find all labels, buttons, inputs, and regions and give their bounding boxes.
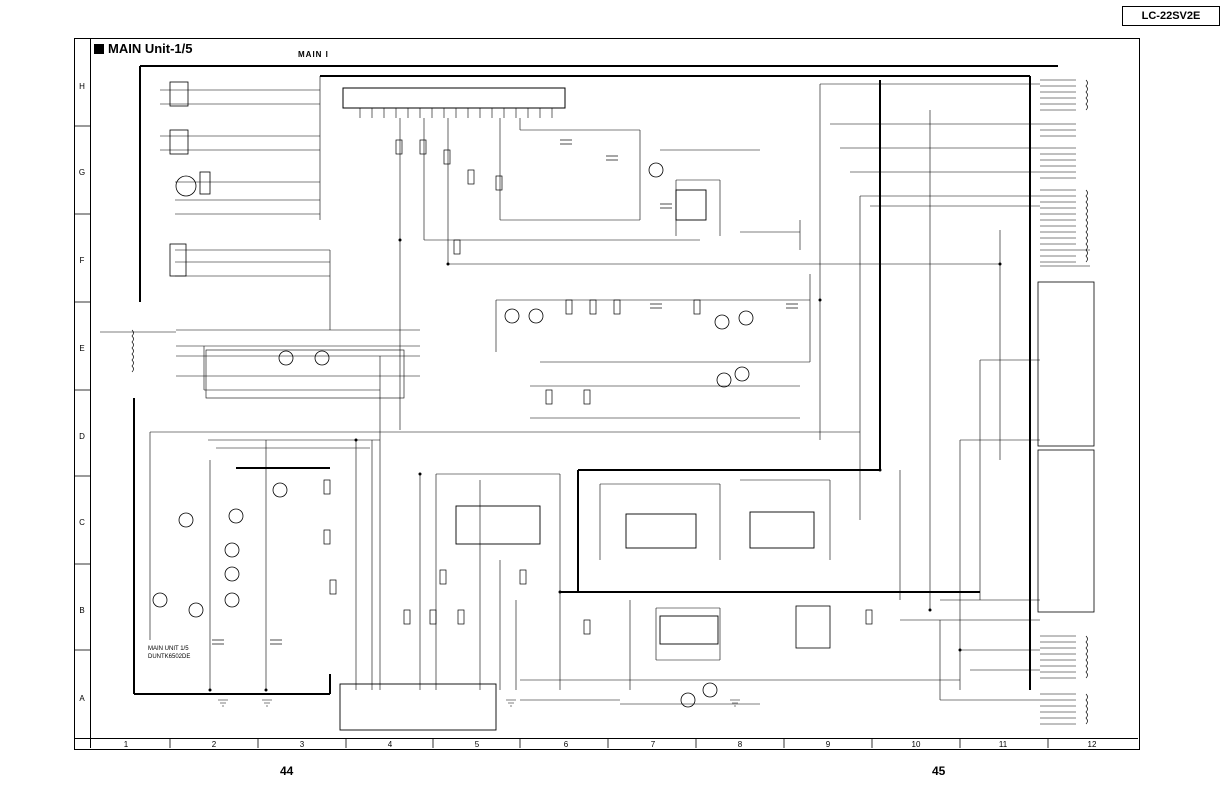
column-marker-7: 7 — [650, 740, 656, 749]
inductor-coils — [131, 79, 1088, 725]
connector-table-bottom — [1037, 449, 1095, 613]
connector-ladder-top-right — [1040, 79, 1076, 263]
thin-wiring — [100, 76, 1090, 705]
column-marker-2: 2 — [211, 740, 217, 749]
row-marker-f: F — [79, 256, 85, 265]
ic-top-block — [342, 87, 566, 109]
row-marker-b: B — [79, 606, 85, 615]
column-marker-4: 4 — [387, 740, 393, 749]
ic-right-center — [749, 511, 815, 549]
ic-center — [625, 513, 697, 549]
sheet-subtitle: MAIN I — [298, 50, 329, 59]
connector-table-top — [1037, 281, 1095, 447]
title-text: MAIN Unit-1/5 — [108, 41, 193, 56]
model-label: LC-22SV2E — [1122, 6, 1220, 26]
column-marker-11: 11 — [998, 740, 1008, 749]
row-marker-e: E — [79, 344, 85, 353]
unit-note-line-2: DUNTK6502DE — [148, 654, 191, 660]
row-dividers — [74, 125, 90, 651]
column-marker-12: 12 — [1087, 740, 1097, 749]
column-marker-9: 9 — [825, 740, 831, 749]
unit-note: MAIN UNIT 1/5 DUNTK6502DE — [148, 645, 190, 661]
row-marker-g: G — [78, 168, 86, 177]
column-marker-3: 3 — [299, 740, 305, 749]
column-marker-6: 6 — [563, 740, 569, 749]
column-marker-5: 5 — [474, 740, 480, 749]
truth-table-small — [795, 605, 831, 649]
row-marker-d: D — [79, 432, 85, 441]
column-marker-1: 1 — [123, 740, 129, 749]
input-jacks — [169, 81, 211, 277]
column-dividers — [169, 738, 1049, 748]
unit-note-line-1: MAIN UNIT 1/5 — [148, 646, 189, 652]
row-marker-a: A — [79, 694, 85, 703]
page-number-left: 44 — [280, 764, 294, 778]
title-square-icon — [94, 44, 104, 54]
schematic-frame — [74, 38, 1140, 750]
passive-components — [212, 139, 873, 645]
ic-left-center — [455, 505, 541, 545]
junction-dots — [208, 238, 1002, 692]
ic-upper-right — [675, 189, 707, 221]
ic-bottom-center — [659, 615, 719, 645]
page-title: MAIN Unit-1/5 — [94, 41, 193, 56]
connector-block-bottom — [339, 683, 497, 731]
row-marker-c: C — [79, 518, 85, 527]
buffer-block — [205, 349, 405, 399]
connector-ladder-bottom-right — [1040, 635, 1076, 725]
ic-top-pins — [359, 108, 553, 118]
row-marker-lane — [74, 38, 91, 748]
column-marker-8: 8 — [737, 740, 743, 749]
heavy-bus-lines — [133, 65, 1058, 695]
row-marker-h: H — [79, 82, 85, 91]
ground-symbols — [218, 699, 740, 707]
column-marker-lane — [74, 738, 1138, 749]
transistor-symbols — [152, 162, 754, 708]
page-number-right: 45 — [932, 764, 946, 778]
column-marker-10: 10 — [911, 740, 921, 749]
